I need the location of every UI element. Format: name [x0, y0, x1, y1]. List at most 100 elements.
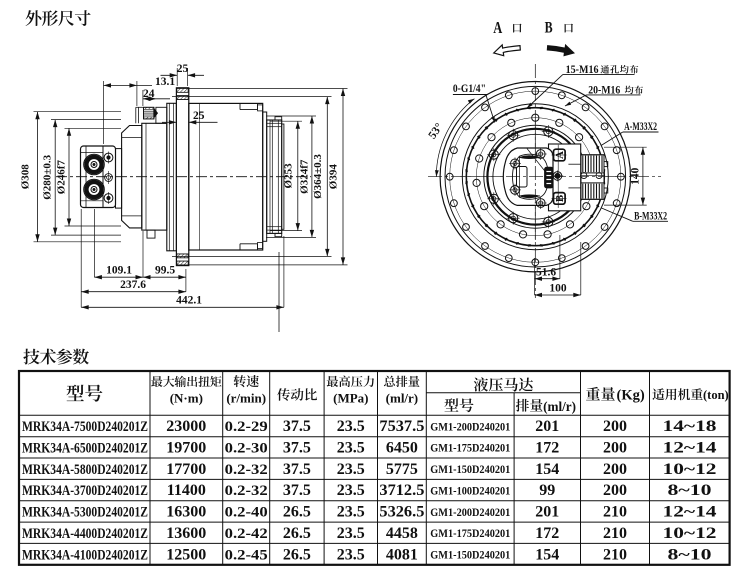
svg-text:10~12: 10~12: [663, 525, 717, 542]
svg-text:6450: 6450: [386, 440, 418, 457]
svg-text:100: 100: [549, 283, 567, 295]
svg-text:A: A: [493, 18, 503, 37]
svg-text:210: 210: [603, 504, 627, 521]
svg-text:17700: 17700: [166, 461, 206, 478]
svg-text:23.5: 23.5: [337, 482, 365, 499]
svg-text:210: 210: [603, 546, 627, 563]
svg-text:(MPa): (MPa): [333, 391, 368, 406]
svg-text:GM1-175D240201: GM1-175D240201: [430, 443, 510, 455]
svg-text:(Kg): (Kg): [617, 388, 645, 404]
svg-text:5326.5: 5326.5: [379, 504, 424, 521]
svg-text:MRK34A-5300D240201Z: MRK34A-5300D240201Z: [22, 505, 148, 521]
svg-text:200: 200: [603, 461, 627, 478]
svg-text:15-M16: 15-M16: [566, 64, 599, 76]
svg-text:11400: 11400: [167, 482, 206, 499]
svg-text:99.5: 99.5: [155, 265, 175, 277]
svg-text:0.2-29: 0.2-29: [225, 419, 268, 435]
svg-text:19700: 19700: [166, 440, 206, 457]
svg-text:26.5: 26.5: [283, 525, 311, 542]
svg-text:37.5: 37.5: [283, 418, 311, 435]
svg-text:24: 24: [143, 88, 155, 100]
svg-text:5775: 5775: [386, 461, 418, 478]
svg-text:442.1: 442.1: [176, 295, 202, 307]
svg-text:37.5: 37.5: [283, 461, 311, 478]
svg-text:23000: 23000: [166, 418, 206, 435]
svg-text:26.5: 26.5: [283, 504, 311, 521]
svg-text:51.6: 51.6: [536, 267, 556, 279]
svg-text:12500: 12500: [166, 546, 206, 563]
svg-text:172: 172: [535, 525, 559, 542]
svg-text:14~18: 14~18: [663, 418, 717, 435]
svg-text:Ø280±0.3: Ø280±0.3: [41, 154, 53, 199]
svg-text:201: 201: [535, 504, 559, 521]
svg-text:B: B: [554, 194, 566, 202]
svg-text:23.5: 23.5: [337, 525, 365, 542]
svg-text:B: B: [545, 20, 553, 37]
svg-text:Ø364±0.3: Ø364±0.3: [312, 154, 324, 199]
svg-text:8~10: 8~10: [668, 546, 712, 563]
svg-text:140: 140: [630, 167, 642, 185]
svg-text:MRK34A-4400D240201Z: MRK34A-4400D240201Z: [22, 526, 148, 542]
svg-text:23.5: 23.5: [337, 440, 365, 457]
svg-text:4081: 4081: [386, 546, 418, 563]
svg-text:210: 210: [603, 525, 627, 542]
svg-text:37.5: 37.5: [283, 482, 311, 499]
svg-text:10~12: 10~12: [663, 461, 717, 478]
svg-text:B-M33X2: B-M33X2: [634, 211, 667, 223]
svg-text:200: 200: [603, 482, 627, 499]
svg-text:GM1-175D240201: GM1-175D240201: [430, 528, 510, 540]
svg-text:200: 200: [603, 418, 627, 435]
svg-text:13.1: 13.1: [155, 76, 175, 88]
svg-text:0-G1/4": 0-G1/4": [453, 83, 486, 95]
svg-text:26.5: 26.5: [283, 546, 311, 563]
svg-text:12~14: 12~14: [663, 504, 717, 521]
svg-text:MRK34A-5800D240201Z: MRK34A-5800D240201Z: [22, 462, 148, 478]
svg-text:MRK34A-7500D240201Z: MRK34A-7500D240201Z: [22, 419, 148, 435]
svg-text:23.5: 23.5: [337, 546, 365, 563]
svg-text:37.5: 37.5: [283, 440, 311, 457]
svg-text:12~14: 12~14: [663, 440, 717, 457]
svg-text:0.2-30: 0.2-30: [225, 441, 268, 457]
svg-text:(ton): (ton): [703, 388, 729, 402]
svg-text:13600: 13600: [166, 525, 206, 542]
svg-text:23.5: 23.5: [337, 504, 365, 521]
svg-text:GM1-150D240201: GM1-150D240201: [430, 464, 510, 476]
svg-text:8~10: 8~10: [668, 482, 712, 499]
svg-text:109.1: 109.1: [106, 265, 132, 277]
svg-text:GM1-200D240201: GM1-200D240201: [430, 507, 510, 519]
svg-text:(ml/r): (ml/r): [386, 391, 418, 406]
svg-text:A-M33X2: A-M33X2: [624, 121, 657, 133]
svg-text:MRK34A-3700D240201Z: MRK34A-3700D240201Z: [22, 483, 148, 499]
svg-text:GM1-200D240201: GM1-200D240201: [430, 421, 510, 433]
svg-text:MRK34A-4100D240201Z: MRK34A-4100D240201Z: [22, 547, 148, 563]
svg-text:23.5: 23.5: [337, 461, 365, 478]
svg-text:MRK34A-6500D240201Z: MRK34A-6500D240201Z: [22, 441, 148, 457]
svg-text:(r/min): (r/min): [226, 391, 266, 406]
svg-text:7537.5: 7537.5: [379, 418, 424, 435]
svg-text:GM1-150D240201: GM1-150D240201: [430, 550, 510, 562]
svg-text:154: 154: [535, 546, 559, 563]
svg-text:0.2-32: 0.2-32: [225, 462, 268, 478]
svg-text:GM1-100D240201: GM1-100D240201: [430, 485, 510, 497]
svg-text:99: 99: [539, 482, 555, 499]
svg-text:154: 154: [535, 461, 559, 478]
svg-text:0.2-40: 0.2-40: [225, 505, 268, 521]
svg-text:16300: 16300: [166, 504, 206, 521]
svg-text:Ø308: Ø308: [20, 164, 32, 190]
svg-text:(N·m): (N·m): [170, 391, 203, 406]
svg-text:(ml/r): (ml/r): [543, 399, 576, 414]
svg-text:3712.5: 3712.5: [379, 482, 424, 499]
svg-text:0.2-45: 0.2-45: [225, 547, 268, 563]
svg-text:237.6: 237.6: [120, 279, 146, 291]
svg-text:0.2-42: 0.2-42: [225, 526, 268, 542]
svg-text:20-M16: 20-M16: [588, 84, 620, 96]
svg-text:25: 25: [177, 63, 189, 75]
svg-text:200: 200: [603, 440, 627, 457]
svg-text:4458: 4458: [386, 525, 418, 542]
svg-text:Ø253: Ø253: [283, 163, 295, 189]
svg-text:Ø394: Ø394: [328, 164, 340, 190]
svg-text:Ø246f7: Ø246f7: [56, 160, 68, 195]
svg-text:0.2-32: 0.2-32: [225, 483, 268, 499]
svg-text:23.5: 23.5: [337, 418, 365, 435]
svg-text:Ø324f7: Ø324f7: [299, 159, 311, 194]
